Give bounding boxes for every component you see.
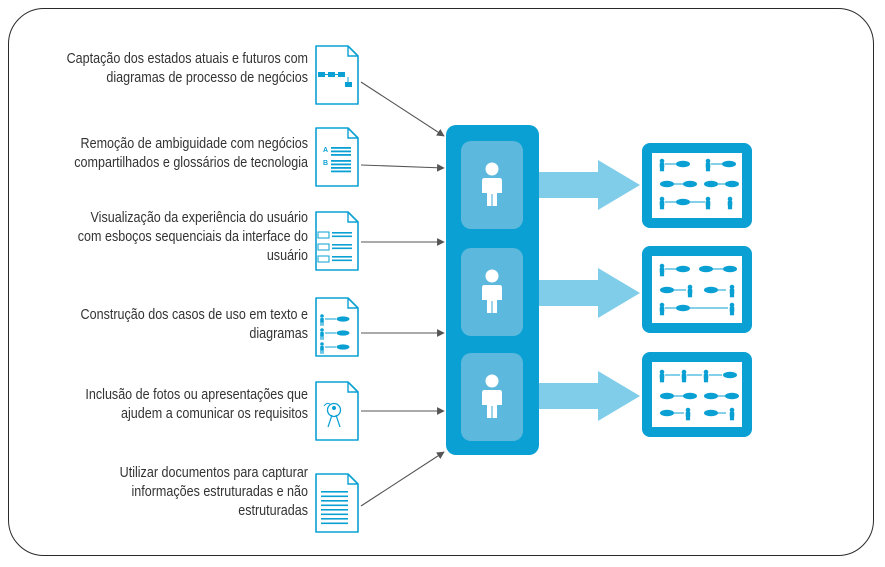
process-diagram-doc-icon	[315, 45, 359, 105]
connector-arrow	[360, 81, 445, 137]
connector-arrows	[360, 81, 445, 507]
text-doc-icon	[315, 473, 359, 533]
image-doc-icon	[315, 381, 359, 441]
output-arrow	[520, 268, 640, 318]
glossary-doc-icon: A B	[315, 127, 359, 187]
output-arrows	[520, 160, 640, 421]
output-arrow	[520, 371, 640, 421]
connector-arrow	[360, 163, 445, 172]
team-person-icon	[461, 248, 523, 336]
use-case-screen-icon	[642, 143, 752, 228]
team-hub	[446, 125, 539, 455]
svg-text:B: B	[323, 160, 328, 167]
team-person-icon	[461, 141, 523, 229]
svg-text:A: A	[323, 147, 328, 154]
connector-arrow	[360, 451, 445, 507]
use-case-doc-icon	[315, 297, 359, 357]
output-arrow	[520, 160, 640, 210]
team-person-icon	[461, 353, 523, 441]
use-case-screen-icon	[642, 352, 752, 437]
item-label-process: Captação dos estados atuais e futuros co…	[66, 51, 308, 86]
use-case-screen-icon	[642, 246, 752, 333]
storyboard-doc-icon	[315, 211, 359, 271]
